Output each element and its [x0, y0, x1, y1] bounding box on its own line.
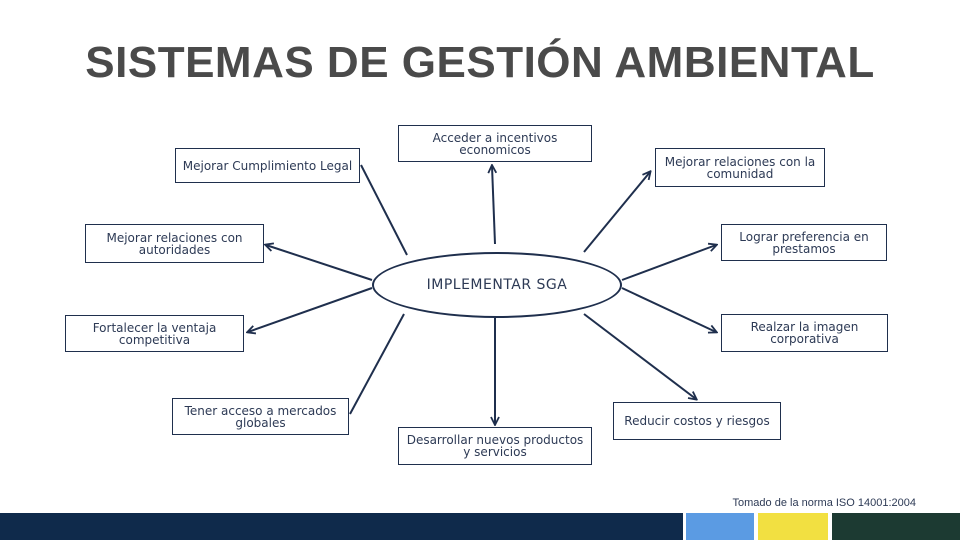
box-autoridades: Mejorar relaciones con autoridades — [85, 224, 264, 263]
footer-yellow-segment — [758, 513, 828, 540]
arrow-to-comunidad — [583, 172, 650, 253]
box-comunidad: Mejorar relaciones con la comunidad — [655, 148, 825, 187]
page-title: SISTEMAS DE GESTIÓN AMBIENTAL — [85, 38, 875, 87]
arrow-to-preferencia — [621, 245, 716, 281]
line-to-mercados — [349, 313, 405, 415]
footer-dark-green-segment — [832, 513, 960, 540]
box-ventaja: Fortalecer la ventaja competitiva — [65, 315, 244, 352]
box-mercados: Tener acceso a mercados globales — [172, 398, 349, 435]
arrow-to-autoridades — [266, 245, 373, 281]
arrow-to-imagen — [621, 287, 716, 332]
center-ellipse: IMPLEMENTAR SGA — [372, 252, 622, 318]
box-preferencia: Lograr preferencia en prestamos — [721, 224, 887, 261]
arrow-to-costos — [583, 313, 696, 399]
arrow-to-ventaja — [248, 287, 373, 332]
footer-color-bar — [0, 513, 960, 540]
line-to-cumplimiento — [360, 164, 408, 256]
box-cumplimiento: Mejorar Cumplimiento Legal — [175, 148, 360, 183]
box-incentivos: Acceder a incentivos economicos — [398, 125, 592, 162]
source-note: Tomado de la norma ISO 14001:2004 — [732, 497, 916, 509]
arrow-to-incentivos — [492, 166, 495, 245]
footer-light-blue-segment — [686, 513, 754, 540]
footer-dark-blue-segment — [0, 513, 683, 540]
box-costos: Reducir costos y riesgos — [613, 402, 781, 440]
center-label: IMPLEMENTAR SGA — [426, 277, 568, 293]
box-productos: Desarrollar nuevos productos y servicios — [398, 427, 592, 465]
box-imagen: Realzar la imagen corporativa — [721, 314, 888, 352]
